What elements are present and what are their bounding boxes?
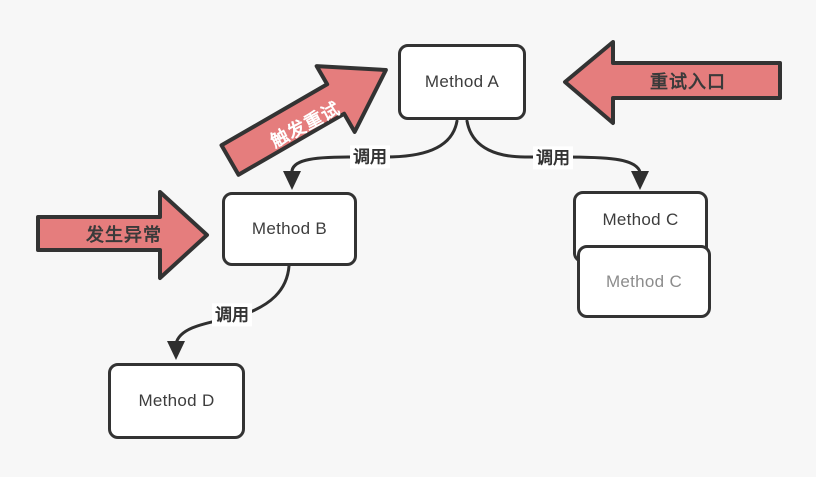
edge-label-b-d: 调用 [212, 303, 252, 327]
arrowhead-into-method-c [631, 171, 649, 190]
node-method-b: Method B [222, 192, 357, 266]
arrowhead-into-method-d [167, 341, 185, 360]
edge-label-a-b: 调用 [350, 145, 390, 169]
node-method-b-label: Method B [251, 219, 328, 238]
edge-label-a-c: 调用 [533, 146, 573, 170]
node-method-a-label: Method A [424, 72, 500, 91]
node-method-d: Method D [108, 363, 245, 439]
node-method-a: Method A [398, 44, 526, 120]
exception-label: 发生异常 [86, 225, 162, 245]
node-method-c-back-label: Method C [602, 210, 679, 229]
arrowhead-into-method-b [283, 171, 301, 190]
retry-entry-arrow-icon [563, 40, 782, 125]
retry-entry-label: 重试入口 [650, 72, 726, 92]
node-method-c-front-label: Method C [605, 271, 683, 291]
node-method-d-label: Method D [138, 391, 215, 410]
node-method-c-front: Method C [577, 245, 711, 318]
exception-arrow-icon [36, 190, 209, 280]
trigger-retry-arrow-icon [219, 64, 388, 177]
